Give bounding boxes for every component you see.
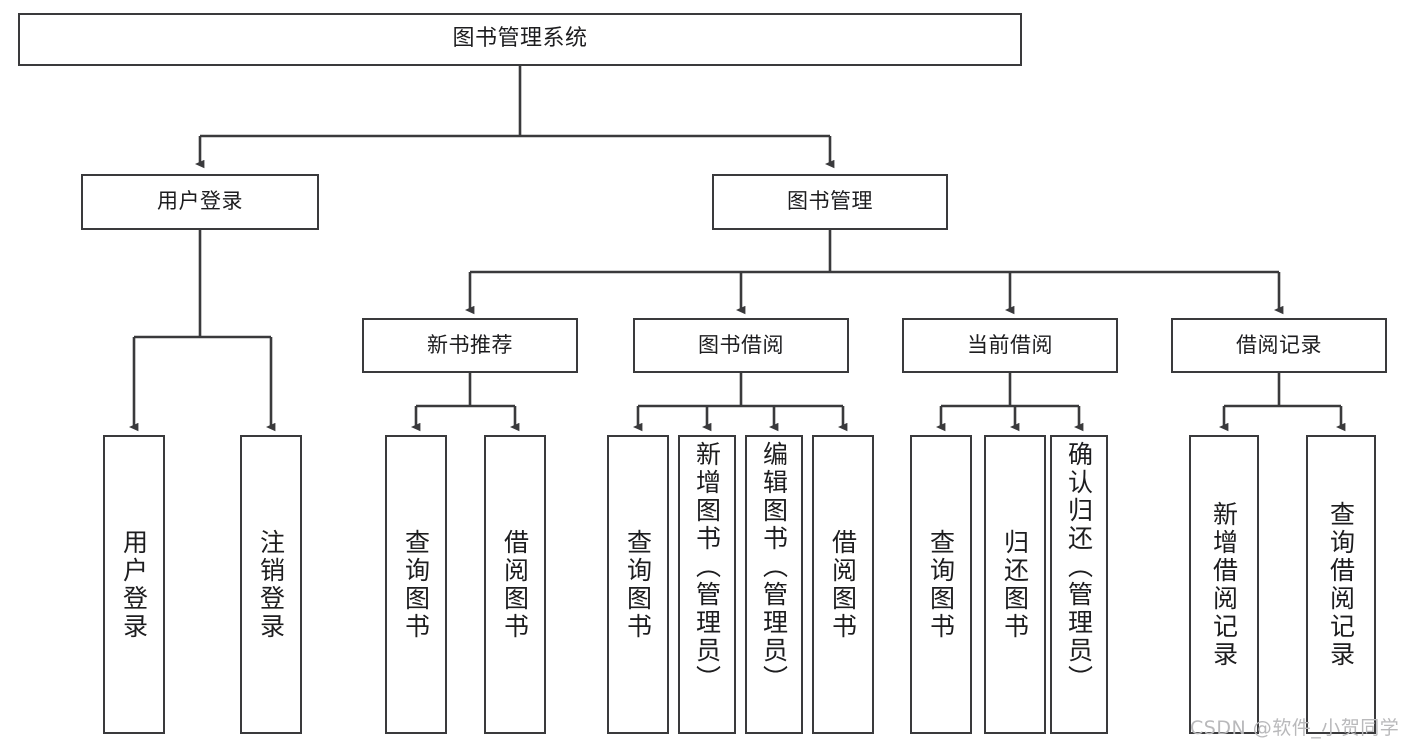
node-leaf-query-book-recommend[interactable]: 查询图书 (385, 435, 447, 734)
node-leaf-edit-book-admin-label: 编辑图书（管理员） (759, 441, 789, 693)
node-book-borrow-label: 图书借阅 (698, 332, 784, 357)
node-leaf-add-borrow-record-label: 新增借阅记录 (1209, 500, 1239, 669)
node-user-login[interactable]: 用户登录 (81, 174, 319, 230)
node-root-label: 图书管理系统 (452, 26, 588, 52)
node-leaf-borrow-book-recommend-label: 借阅图书 (500, 528, 530, 641)
node-leaf-query-book-borrow[interactable]: 查询图书 (607, 435, 669, 734)
node-user-login-label: 用户登录 (157, 189, 243, 214)
node-current-borrow-label: 当前借阅 (967, 332, 1053, 357)
node-leaf-borrow-book-label: 借阅图书 (828, 528, 858, 641)
node-leaf-user-login-label: 用户登录 (119, 528, 149, 641)
node-leaf-add-book-admin-label: 新增图书（管理员） (692, 441, 722, 693)
node-leaf-query-book-borrow-label: 查询图书 (623, 528, 653, 641)
csdn-watermark: CSDN @软件_小贺同学 (1190, 717, 1400, 739)
node-current-borrow[interactable]: 当前借阅 (902, 318, 1118, 373)
node-leaf-query-borrow-record-label: 查询借阅记录 (1326, 500, 1356, 669)
node-leaf-query-book-recommend-label: 查询图书 (401, 528, 431, 641)
node-leaf-logout-label: 注销登录 (256, 528, 286, 641)
node-root[interactable]: 图书管理系统 (18, 13, 1022, 66)
node-book-management[interactable]: 图书管理 (712, 174, 948, 230)
node-leaf-query-book-current-label: 查询图书 (926, 528, 956, 641)
node-leaf-add-book-admin[interactable]: 新增图书（管理员） (678, 435, 736, 734)
node-leaf-logout[interactable]: 注销登录 (240, 435, 302, 734)
node-book-borrow[interactable]: 图书借阅 (633, 318, 849, 373)
node-leaf-query-book-current[interactable]: 查询图书 (910, 435, 972, 734)
node-new-book-recommend-label: 新书推荐 (427, 332, 513, 357)
node-book-management-label: 图书管理 (787, 189, 873, 214)
node-leaf-confirm-return-admin[interactable]: 确认归还（管理员） (1050, 435, 1108, 734)
node-leaf-edit-book-admin[interactable]: 编辑图书（管理员） (745, 435, 803, 734)
node-leaf-borrow-book-recommend[interactable]: 借阅图书 (484, 435, 546, 734)
node-borrow-records-label: 借阅记录 (1236, 332, 1322, 357)
node-leaf-confirm-return-admin-label: 确认归还（管理员） (1064, 441, 1094, 693)
node-leaf-user-login[interactable]: 用户登录 (103, 435, 165, 734)
node-leaf-add-borrow-record[interactable]: 新增借阅记录 (1189, 435, 1259, 734)
node-leaf-return-book-label: 归还图书 (1000, 528, 1030, 641)
node-borrow-records[interactable]: 借阅记录 (1171, 318, 1387, 373)
node-leaf-borrow-book[interactable]: 借阅图书 (812, 435, 874, 734)
node-leaf-return-book[interactable]: 归还图书 (984, 435, 1046, 734)
node-leaf-query-borrow-record[interactable]: 查询借阅记录 (1306, 435, 1376, 734)
node-new-book-recommend[interactable]: 新书推荐 (362, 318, 578, 373)
